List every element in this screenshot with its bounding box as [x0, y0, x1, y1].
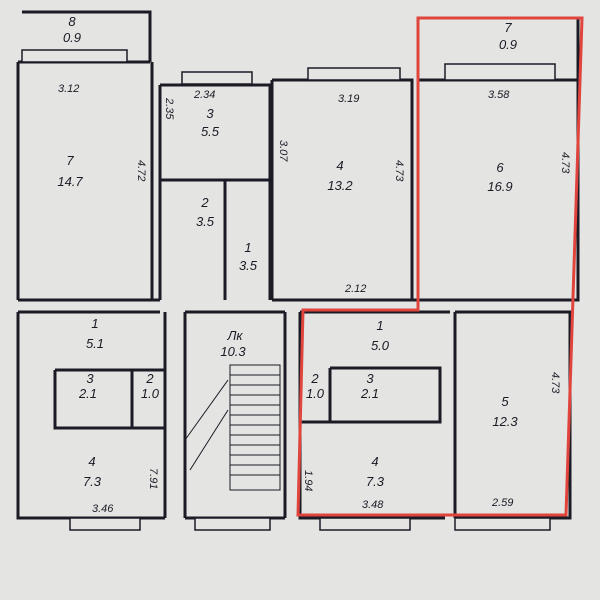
room-number: 2: [310, 371, 319, 386]
dimension-label: 4.72: [135, 160, 147, 181]
room-area: 5.1: [86, 336, 104, 351]
room-number: Лк: [226, 328, 243, 343]
room-number: 1: [244, 240, 251, 255]
room-area: 1.0: [306, 386, 325, 401]
room-number: 1: [376, 318, 383, 333]
dimension-label: 2.12: [344, 283, 366, 295]
window-r5: [454, 517, 551, 531]
windows: [21, 49, 556, 531]
dimension-label: 2.59: [491, 497, 513, 509]
room-number: 7: [66, 153, 74, 168]
dimension-label: 3.12: [58, 83, 79, 95]
room-area: 2.1: [78, 386, 97, 401]
dimension-label: 2.35: [163, 97, 175, 120]
dimension-label: 3.46: [92, 503, 114, 515]
dimension-label: 3.58: [488, 89, 510, 101]
room-area: 7.3: [366, 474, 385, 489]
room-number: 3: [366, 371, 374, 386]
window-r3: [181, 71, 253, 85]
room-area: 3.5: [196, 214, 215, 229]
stairs: [184, 364, 281, 491]
room-area: 0.9: [63, 30, 81, 45]
dimension-label: 3.19: [338, 93, 359, 105]
room-area: 1.0: [141, 386, 160, 401]
room-number: 1: [91, 316, 98, 331]
room-area: 3.5: [239, 258, 258, 273]
room-labels: 8 0.9 7 14.7 3 5.5 2 3.5 1 3.5 4 13.2 7 …: [57, 14, 518, 489]
dimension-label: 4.73: [549, 372, 561, 394]
room-area: 7.3: [83, 474, 102, 489]
room-number: 2: [200, 195, 209, 210]
room-area: 16.9: [487, 179, 512, 194]
room-number: 4: [336, 158, 343, 173]
room-number: 3: [206, 106, 214, 121]
room-area: 14.7: [57, 174, 83, 189]
dimension-labels: 3.12 4.72 2.35 2.34 3.07 3.19 4.73 3.58 …: [58, 83, 571, 515]
room-number: 8: [68, 14, 76, 29]
room-number: 4: [371, 454, 378, 469]
dimension-label: 4.73: [559, 152, 571, 174]
dimension-label: 3.07: [277, 140, 289, 162]
dimension-label: 3.48: [362, 499, 384, 511]
dimension-label: 7.91: [147, 468, 159, 489]
room-area: 5.5: [201, 124, 220, 139]
room-number: 6: [496, 160, 504, 175]
room-area: 13.2: [327, 178, 353, 193]
window-r4: [307, 67, 401, 81]
dimension-label: 4.73: [393, 160, 405, 182]
room-area: 2.1: [360, 386, 379, 401]
window-r7: [21, 49, 128, 63]
window-r6: [444, 63, 556, 81]
window-r4-left: [69, 517, 141, 531]
room-number: 5: [501, 394, 509, 409]
room-area: 5.0: [371, 338, 390, 353]
window-stair: [194, 517, 271, 531]
window-r4-right: [319, 517, 411, 531]
balcony-8-wall: [22, 10, 152, 62]
room-number: 2: [145, 371, 154, 386]
room-area: 10.3: [220, 344, 246, 359]
room-area: 12.3: [492, 414, 518, 429]
room-number: 4: [88, 454, 95, 469]
highlight-outline: [296, 16, 584, 517]
room-number: 3: [86, 371, 94, 386]
dimension-label: 1.94: [302, 470, 314, 491]
room-number: 7: [504, 20, 512, 35]
room-area: 0.9: [499, 37, 517, 52]
dimension-label: 2.34: [193, 89, 215, 101]
